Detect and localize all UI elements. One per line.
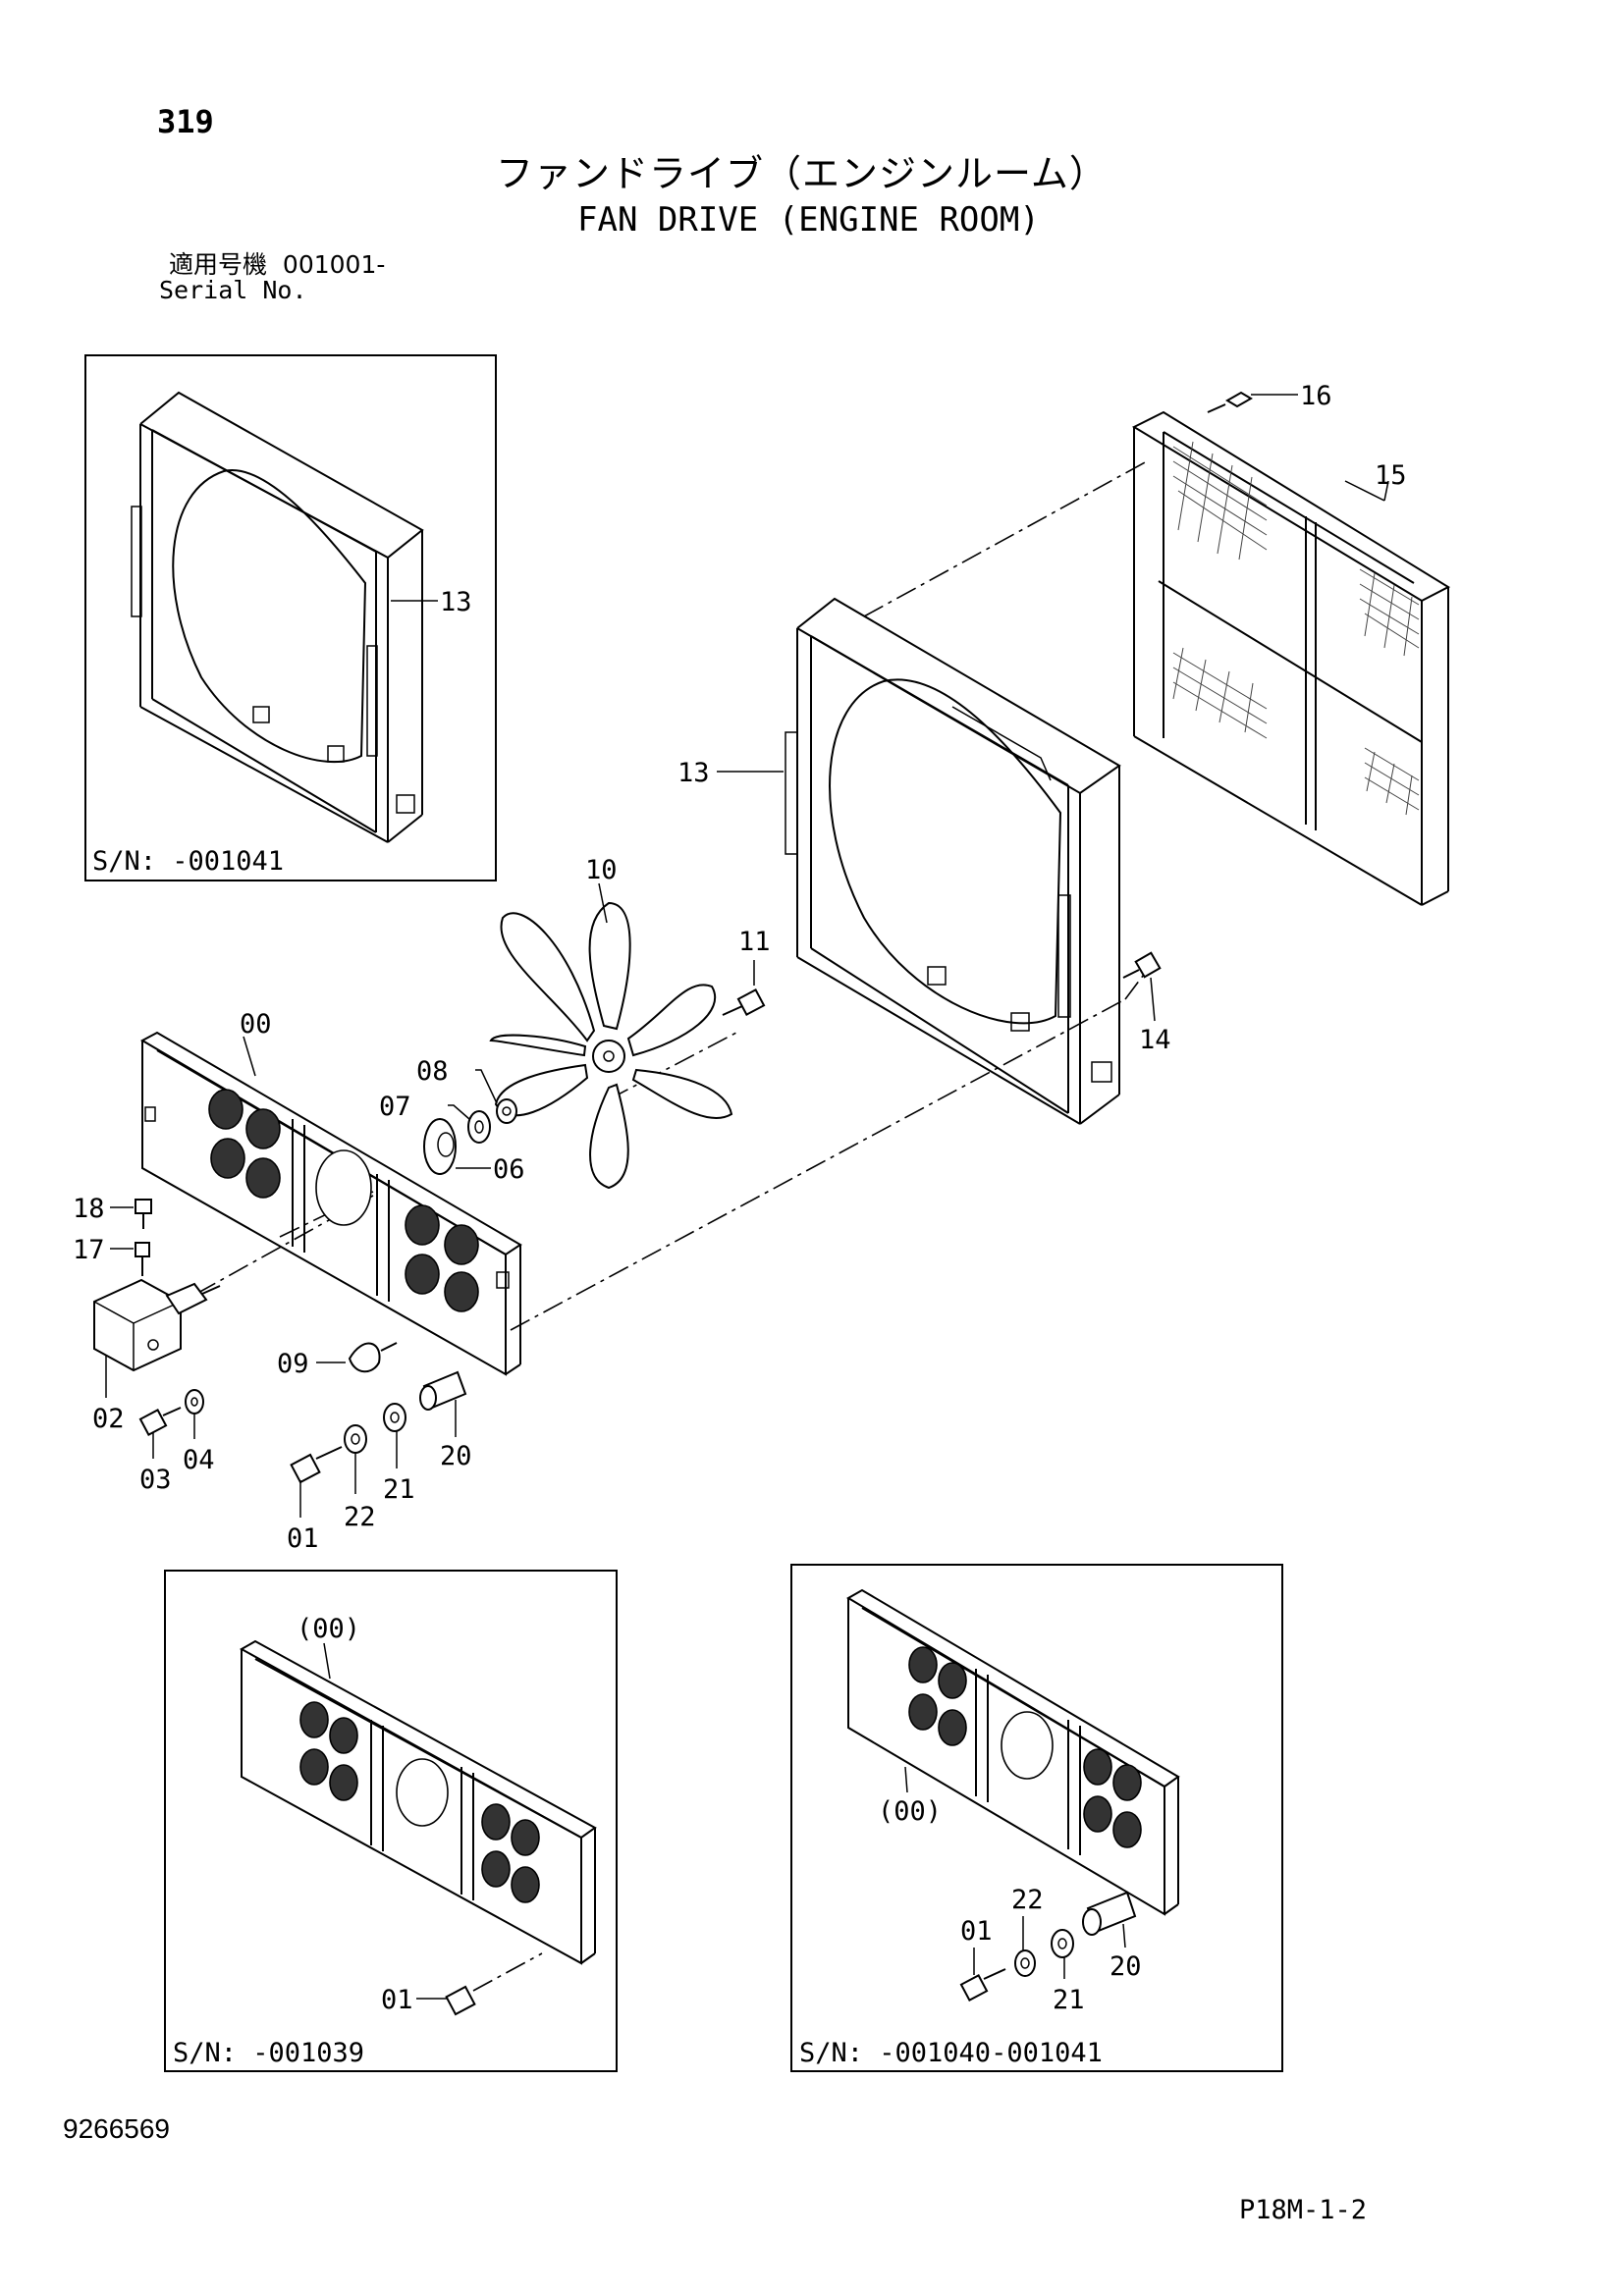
- inset-bottom-left-serial: S/N: -001039: [173, 2038, 364, 2068]
- callout-20: 20: [440, 1441, 472, 1471]
- inset-top-left-callout-13: 13: [440, 587, 472, 617]
- serial-line-japanese: 適用号機 001001-: [169, 252, 385, 277]
- inset-bracket-early: (00) 01 S/N: -001039: [164, 1570, 618, 2072]
- bolt-03: 03: [138, 1407, 182, 1495]
- title-english: FAN DRIVE (ENGINE ROOM): [577, 200, 1040, 240]
- callout-00: 00: [240, 1009, 272, 1040]
- fitting-18: 18: [73, 1194, 152, 1229]
- washer-22: 22: [344, 1424, 376, 1532]
- inset-frame: [84, 354, 497, 881]
- fitting-17: 17: [73, 1235, 150, 1276]
- inset-bottom-left-callout-00: (00): [297, 1614, 360, 1644]
- fan-10: 10: [489, 855, 733, 1190]
- document-number: 9266569: [63, 2113, 171, 2144]
- callout-10: 10: [585, 855, 618, 885]
- inset-bottom-right-callout-20: 20: [1110, 1951, 1142, 1982]
- fan-motor-02: 02: [92, 1278, 221, 1434]
- inset-bottom-left-callout-01: 01: [381, 1985, 413, 2015]
- assembly-line: [510, 998, 1126, 1331]
- inset-top-left-serial: S/N: -001041: [92, 846, 284, 877]
- spacer-20: 20: [419, 1370, 472, 1471]
- callout-21: 21: [383, 1474, 415, 1505]
- callout-04: 04: [183, 1445, 215, 1475]
- inset-bottom-right-callout-01: 01: [960, 1916, 993, 1947]
- bolt-16: 16: [1207, 381, 1332, 413]
- fan-bracket-00: 00: [139, 1009, 522, 1376]
- nut-08: 08: [416, 1056, 517, 1124]
- callout-07: 07: [379, 1092, 411, 1122]
- fan-shroud-13: 13: [677, 597, 1121, 1125]
- callout-17: 17: [73, 1235, 105, 1265]
- serial-value: 001001-: [282, 250, 386, 279]
- callout-06: 06: [493, 1154, 525, 1185]
- assembly-line: [608, 1032, 737, 1100]
- washer-21: 21: [383, 1403, 415, 1505]
- inset-bottom-right-serial: S/N: -001040-001041: [799, 2038, 1103, 2068]
- title-japanese: ファンドライブ（エンジンルーム）: [496, 152, 1108, 195]
- page-code: P18M-1-2: [1239, 2195, 1368, 2225]
- inset-bottom-right-callout-21: 21: [1053, 1985, 1085, 2015]
- washer-07: 07: [379, 1092, 491, 1144]
- callout-08: 08: [416, 1056, 449, 1087]
- callout-16: 16: [1300, 381, 1332, 411]
- inset-bottom-right-callout-00: (00): [878, 1796, 942, 1827]
- assembly-line: [863, 460, 1148, 617]
- guard-panel-15: 15: [1131, 410, 1451, 906]
- bolt-01: 01: [287, 1446, 343, 1554]
- callout-22: 22: [344, 1502, 376, 1532]
- assembly-line: [1124, 967, 1150, 1000]
- callout-11: 11: [738, 927, 771, 957]
- callout-09: 09: [277, 1349, 309, 1379]
- bolt-11: 11: [722, 927, 771, 1016]
- inset-bottom-right-callout-22: 22: [1011, 1885, 1044, 1915]
- inset-frame: [164, 1570, 618, 2072]
- inset-bracket-mid: (00) 20 21 22 01 S/N: -001040-001041: [790, 1564, 1283, 2072]
- serial-label-jp: 適用号機: [169, 250, 268, 279]
- callout-13: 13: [677, 758, 710, 788]
- bolt-14: 14: [1122, 951, 1171, 1055]
- plug-09: 09: [277, 1342, 398, 1379]
- callout-03: 03: [139, 1465, 172, 1495]
- hub-06: 06: [423, 1118, 525, 1185]
- callout-02: 02: [92, 1404, 125, 1434]
- mesh-pattern: [1172, 441, 1420, 816]
- page-number: 319: [157, 103, 214, 140]
- callout-14: 14: [1139, 1025, 1171, 1055]
- washer-04: 04: [183, 1389, 215, 1475]
- serial-label-english: Serial No.: [159, 276, 307, 304]
- callout-01: 01: [287, 1523, 319, 1554]
- callout-15: 15: [1375, 460, 1407, 491]
- callout-18: 18: [73, 1194, 105, 1224]
- inset-frame: [790, 1564, 1283, 2072]
- inset-shroud-old: 13 S/N: -001041: [84, 354, 497, 881]
